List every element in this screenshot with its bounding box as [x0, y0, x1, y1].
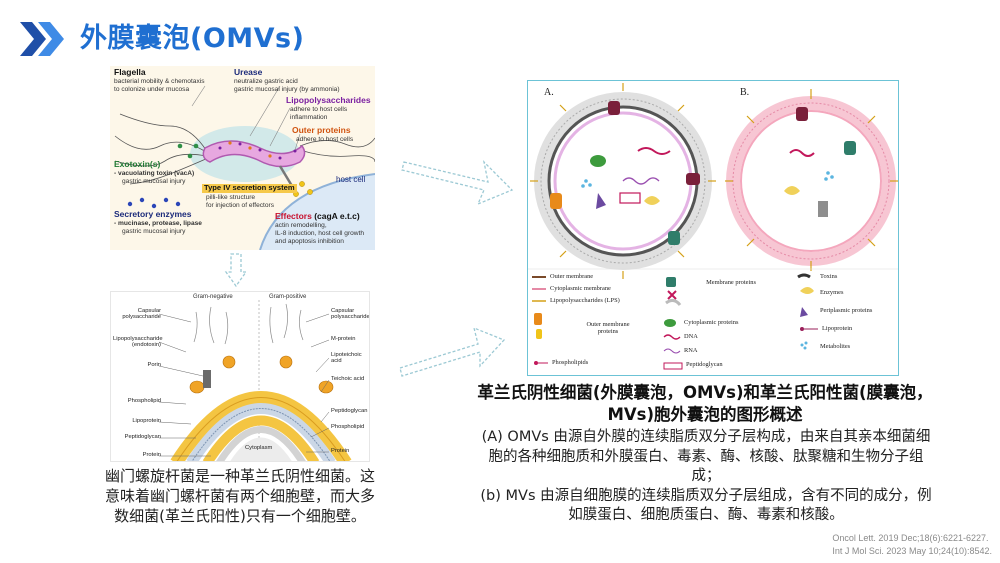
legend-membrane-proteins: Membrane proteins [706, 279, 756, 286]
legend-lipoprotein: Lipoprotein [822, 325, 853, 332]
exotoxin-desc-2: gastric mucosal injury [122, 178, 186, 185]
effectors-desc-2: IL-8 induction, host cell growth [275, 230, 365, 237]
outer-proteins-desc: adhere to host cells [296, 136, 354, 143]
legend-enzymes: Enzymes [820, 289, 844, 296]
effectors-label: Effectors (cagA e.t.c) [275, 211, 360, 222]
legend-outer-membrane-proteins: Outer membrane proteins [586, 321, 630, 336]
gram-positive-label: Gram-positive [269, 294, 307, 300]
effectors-desc-3: and apoptosis inhibition [275, 238, 344, 245]
legend-cytoplasmic-membrane: Cytoplasmic membrane [550, 285, 611, 292]
page-title: 外膜囊泡(OMVs) [80, 23, 305, 54]
gram-pos-label: Peptidoglycan [331, 408, 368, 414]
secretory-enzymes-label: Secretory enzymes [114, 209, 192, 219]
effectors-desc: actin remodelling, [275, 222, 327, 229]
gram-wall-illustration [158, 300, 352, 461]
urease-desc-2: gastric mucosal injury (by ammonia) [234, 86, 340, 93]
vesicle-label-a: A. [544, 87, 554, 98]
secretory-desc: - mucinase, protease, lipase [114, 220, 202, 227]
urease-desc: neutralize gastric acid [234, 78, 298, 85]
host-cell-label: host cell [336, 175, 366, 184]
gram-neg-label: Lipoprotein [132, 418, 161, 424]
flagella-desc-2: to colonize under mucosa [114, 86, 190, 93]
gram-pos-label: Lipoteichoic acid [331, 352, 362, 365]
vesicle-illustration [528, 83, 898, 370]
mv-vesicle [725, 89, 898, 271]
helicobacter-diagram: Flagella bacterial mobility & chemotaxis… [110, 66, 375, 250]
gram-pos-label: Capsular polysaccharide [331, 308, 370, 321]
gram-pos-label: Teichoic acid [331, 376, 365, 382]
gram-negative-label: Gram-negative [193, 294, 233, 300]
gram-neg-label: Peptidoglycan [124, 434, 161, 440]
lps-label: Lipopolysaccharides [286, 95, 371, 105]
effectors-paren: (cagA e.t.c) [311, 211, 360, 221]
reference-1: Oncol Lett. 2019 Dec;18(6):6221-6227. [832, 533, 989, 543]
effectors-name: Effectors [275, 211, 312, 221]
arrow-right-lower-icon [399, 326, 506, 377]
vesicle-caption-body: (A) OMVs 由源自外膜的连续脂质双分子层构成，由来自其亲本细菌细胞的各种细… [476, 428, 936, 526]
flagella-label: Flagella [114, 67, 146, 77]
gram-pos-label: Protein [331, 448, 350, 454]
gram-wall-diagram: Gram-negative Gram-positive Capsular pol… [110, 291, 370, 462]
chevron-icon [20, 22, 64, 56]
vesicle-caption-b: (b) MVs 由源自细胞膜的连续脂质双分子层组成，含有不同的成分，例如膜蛋白、… [480, 487, 932, 524]
gram-pos-label: M-protein [331, 336, 356, 342]
vesicle-diagram: A. B. Outer membrane Cytoplasmic membran… [527, 80, 899, 376]
legend-rna: RNA [684, 347, 698, 354]
omv-vesicle [530, 83, 716, 279]
arrow-right-upper-icon [401, 160, 514, 206]
helicobacter-illustration [114, 85, 375, 250]
gram-caption: 幽门螺旋杆菌是一种革兰氏阴性细菌。这意味着幽门螺杆菌有两个细胞壁，而大多数细菌(… [104, 467, 375, 525]
gram-neg-label: Capsular polysaccharide [122, 308, 161, 321]
gram-neg-label: Protein [142, 452, 161, 458]
gram-neg-label: Phospholipid [127, 398, 161, 404]
legend-periplasmic-proteins: Periplasmic proteins [820, 307, 873, 314]
references: Oncol Lett. 2019 Dec;18(6):6221-6227. In… [832, 532, 992, 557]
exotoxin-label: Exotoxin(s) [114, 159, 161, 169]
cytoplasm-label: Cytoplasm [245, 445, 273, 451]
legend-outer-membrane: Outer membrane [550, 273, 594, 280]
legend-peptidoglycan: Peptidoglycan [686, 361, 723, 368]
lps-desc-2: inflammation [290, 114, 328, 121]
legend-phospholipids: Phospholipids [552, 359, 589, 366]
type4-desc-2: for injection of effectors [206, 202, 275, 209]
secretory-desc-2: gastric mucosal injury [122, 228, 186, 235]
legend-cytoplasmic-proteins: Cytoplasmic proteins [684, 319, 739, 326]
gram-neg-label: Lipopolysaccharide (endotoxin) [113, 336, 163, 349]
exotoxin-desc: - vacuolating toxin (vacA) [114, 170, 195, 177]
urease-label: Urease [234, 67, 263, 77]
lps-desc: adhere to host cells [290, 106, 348, 113]
legend-metabolites: Metabolites [820, 343, 851, 350]
type4-label: Type IV secretion system [202, 183, 297, 193]
legend-lps: Lipopolysaccharides (LPS) [550, 297, 620, 304]
vesicle-label-b: B. [740, 87, 750, 98]
flagella-desc: bacterial mobility & chemotaxis [114, 78, 205, 85]
legend-dna: DNA [684, 333, 698, 340]
arrow-down-icon [224, 253, 248, 288]
vesicle-caption-a: (A) OMVs 由源自外膜的连续脂质双分子层构成，由来自其亲本细菌细胞的各种细… [481, 429, 931, 484]
reference-2: Int J Mol Sci. 2023 May 10;24(10):8542. [832, 545, 992, 556]
outer-proteins-label: Outer proteins [292, 125, 351, 135]
type4-desc: pilli-like structure [206, 194, 256, 201]
gram-neg-label: Porin [147, 362, 161, 368]
gram-pos-label: Phospholipid [331, 424, 365, 430]
legend-toxins: Toxins [820, 273, 838, 280]
vesicle-caption-title: 革兰氏阴性细菌(外膜囊泡，OMVs)和革兰氏阳性菌(膜囊泡，MVs)胞外囊泡的图… [477, 383, 933, 424]
